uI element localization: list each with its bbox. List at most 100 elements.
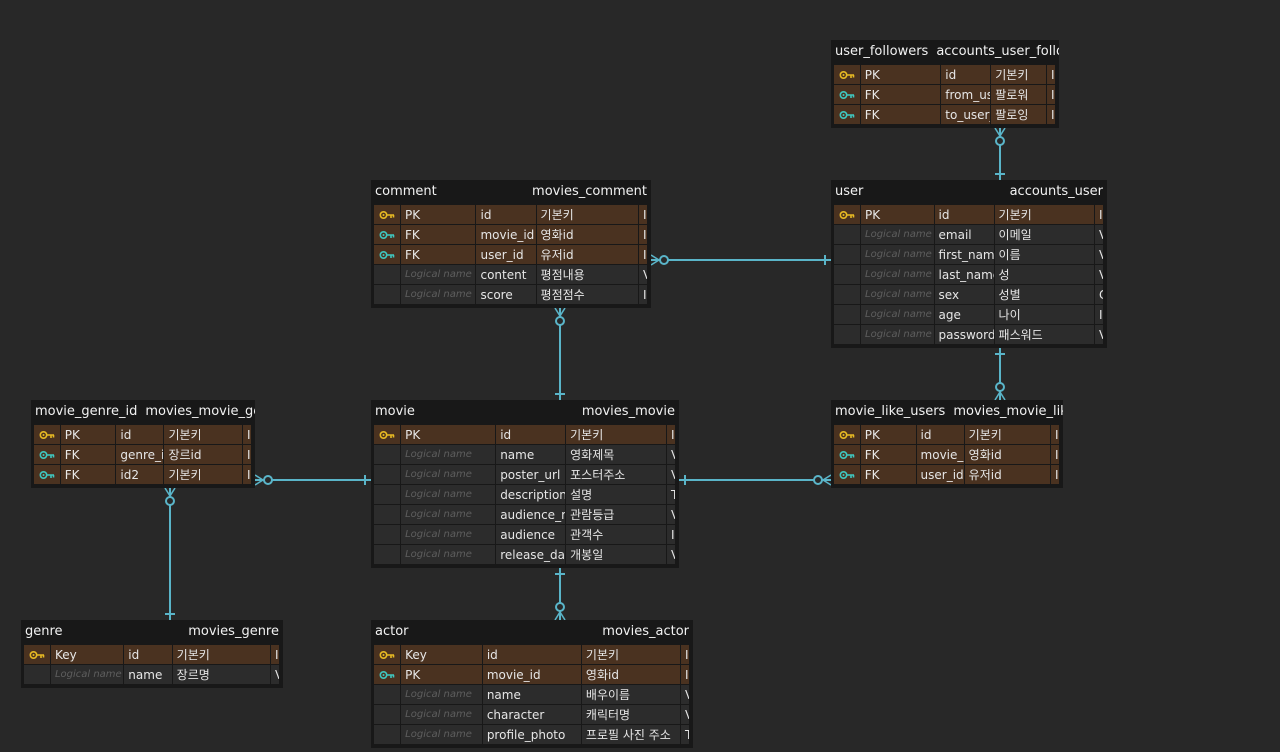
column-type[interactable]: VARCHAR(50) — [667, 545, 676, 565]
column-name[interactable]: id — [496, 425, 567, 445]
column-type[interactable]: INT — [681, 665, 690, 685]
column-name[interactable]: to_user_id — [941, 105, 992, 125]
key-type[interactable]: PK — [860, 65, 942, 85]
column-type[interactable]: VARCHAR(100) — [681, 685, 690, 705]
column-type[interactable]: INT — [681, 645, 690, 665]
relation-movie-to-comment[interactable] — [554, 307, 566, 400]
logical-name-input[interactable]: Logical name — [861, 245, 935, 265]
relation-movie-to-like-users[interactable] — [679, 474, 832, 486]
column-row[interactable]: Logical namecontent평점내용VARCHAR(150) — [374, 265, 648, 285]
column-type[interactable]: VARCHAR(128) — [1095, 325, 1105, 345]
column-name[interactable]: genre_id — [116, 445, 165, 465]
column-name[interactable]: id — [124, 645, 173, 665]
column-label[interactable]: 포스터주소 — [566, 465, 667, 485]
column-label[interactable]: 프로필 사진 주소 — [581, 725, 681, 745]
column-type[interactable]: INT — [639, 205, 648, 225]
column-row[interactable]: Logical namepassword패스워드VARCHAR(128) — [834, 325, 1105, 345]
column-name[interactable]: password — [934, 325, 995, 345]
column-label[interactable]: 유저id — [536, 245, 639, 265]
key-type[interactable]: FK — [860, 85, 942, 105]
column-type[interactable]: VARCHAR(1000) — [667, 465, 676, 485]
column-label[interactable]: 개봉일 — [566, 545, 667, 565]
column-type[interactable]: INT — [1047, 65, 1056, 85]
column-name[interactable]: movie_id — [476, 225, 537, 245]
column-row[interactable]: Logical nameage나이INT — [834, 305, 1105, 325]
column-row[interactable]: PKid기본키INT — [34, 425, 252, 445]
key-type[interactable]: FK — [60, 445, 117, 465]
table-physical-name[interactable]: movies_genre — [188, 623, 279, 639]
column-name[interactable]: sex — [934, 285, 995, 305]
column-type[interactable]: INT — [243, 425, 252, 445]
logical-name-input[interactable]: Logical name — [861, 225, 935, 245]
column-name[interactable]: score — [476, 285, 537, 305]
logical-name-input[interactable]: Logical name — [401, 445, 497, 465]
column-label[interactable]: 패스워드 — [994, 325, 1096, 345]
column-type[interactable]: VARCHAR(150) — [271, 665, 280, 685]
column-label[interactable]: 유저id — [964, 465, 1051, 485]
column-label[interactable]: 평점내용 — [536, 265, 639, 285]
column-label[interactable]: 기본키 — [172, 645, 271, 665]
key-type[interactable]: PK — [401, 665, 483, 685]
column-row[interactable]: PKid기본키INT — [834, 205, 1105, 225]
logical-name-input[interactable]: Logical name — [50, 665, 125, 685]
column-type[interactable]: INT — [1050, 445, 1060, 465]
column-label[interactable]: 관객수 — [566, 525, 667, 545]
column-label[interactable]: 장르명 — [172, 665, 271, 685]
key-type[interactable]: PK — [861, 205, 935, 225]
column-type[interactable]: INT — [1047, 85, 1056, 105]
table-logical-name[interactable]: user — [835, 183, 864, 199]
column-type[interactable]: VARCHAR(150) — [639, 265, 648, 285]
column-name[interactable]: audience — [496, 525, 567, 545]
column-label[interactable]: 평점점수 — [536, 285, 639, 305]
logical-name-input[interactable]: Logical name — [401, 285, 477, 305]
logical-name-input[interactable]: Logical name — [401, 705, 483, 725]
relation-user-to-comment[interactable] — [650, 254, 831, 266]
column-label[interactable]: 성별 — [994, 285, 1096, 305]
table-physical-name[interactable]: movies_movie_like_users — [953, 403, 1063, 419]
relation-genre-to-genre-id[interactable] — [164, 487, 176, 620]
table-physical-name[interactable]: accounts_user_followers — [936, 43, 1059, 59]
relation-movie-to-genre-id[interactable] — [254, 474, 371, 486]
column-label[interactable]: 기본키 — [164, 425, 243, 445]
logical-name-input[interactable]: Logical name — [401, 265, 477, 285]
column-label[interactable]: 영화제목 — [566, 445, 667, 465]
table-movies_actor[interactable]: actormovies_actorKeyid기본키INTPKmovie_id영화… — [371, 620, 693, 748]
column-name[interactable]: poster_url — [496, 465, 567, 485]
column-row[interactable]: Logical namedescription설명TEXT — [374, 485, 676, 505]
column-name[interactable]: name — [496, 445, 567, 465]
column-row[interactable]: Keyid기본키INT — [374, 645, 690, 665]
logical-name-input[interactable]: Logical name — [401, 685, 483, 705]
column-type[interactable]: VARCHAR(50) — [681, 705, 690, 725]
column-label[interactable]: 성 — [994, 265, 1096, 285]
column-label[interactable]: 기본키 — [994, 205, 1096, 225]
column-label[interactable]: 캐릭터명 — [581, 705, 681, 725]
column-name[interactable]: id — [482, 645, 582, 665]
column-row[interactable]: Logical namecharacter캐릭터명VARCHAR(50) — [374, 705, 690, 725]
column-type[interactable]: INT — [639, 245, 648, 265]
column-row[interactable]: PKid기본키INT — [834, 65, 1056, 85]
column-type[interactable]: VARCHAR(150) — [667, 445, 676, 465]
column-row[interactable]: Logical namename장르명VARCHAR(150) — [24, 665, 280, 685]
column-name[interactable]: id — [476, 205, 537, 225]
column-label[interactable]: 기본키 — [536, 205, 639, 225]
column-row[interactable]: FKid2기본키INT — [34, 465, 252, 485]
logical-name-input[interactable]: Logical name — [401, 525, 497, 545]
column-type[interactable]: VARCHAR(150) — [1095, 265, 1105, 285]
table-movies_movie_like_users[interactable]: movie_like_usersmovies_movie_like_usersP… — [831, 400, 1063, 488]
column-row[interactable]: Logical namename영화제목VARCHAR(150) — [374, 445, 676, 465]
table-logical-name[interactable]: movie — [375, 403, 415, 419]
column-name[interactable]: id — [934, 205, 995, 225]
column-name[interactable]: user_id — [476, 245, 537, 265]
column-label[interactable]: 이메일 — [994, 225, 1096, 245]
logical-name-input[interactable]: Logical name — [861, 305, 935, 325]
